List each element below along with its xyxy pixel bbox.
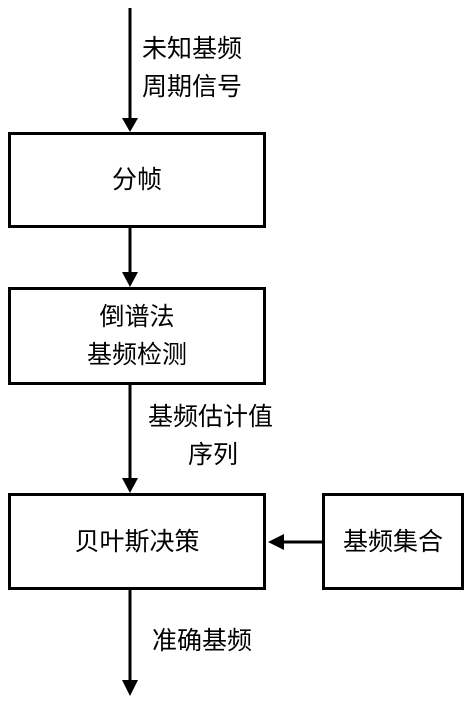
framing-box: 分帧 xyxy=(8,132,266,228)
output-arrowhead xyxy=(122,680,138,696)
input-label-line1: 未知基频 xyxy=(142,34,243,63)
input-label: 未知基频 周期信号 xyxy=(142,30,242,106)
pitch-set-to-bayes-arrowhead xyxy=(268,534,284,550)
cepstrum-box-line2: 基频检测 xyxy=(86,340,187,369)
estimate-sequence-label: 基频估计值 序列 xyxy=(148,398,273,474)
cepstrum-pitch-detection-box: 倒谱法 基频检测 xyxy=(8,287,266,385)
bayes-decision-box: 贝叶斯决策 xyxy=(8,493,266,590)
output-label-text: 准确基频 xyxy=(152,626,253,655)
output-label: 准确基频 xyxy=(152,622,252,660)
pitch-set-box: 基频集合 xyxy=(322,493,464,590)
framing-box-label: 分帧 xyxy=(111,165,162,194)
estimate-label-line1: 基频估计值 xyxy=(148,402,274,431)
bayes-box-label: 贝叶斯决策 xyxy=(74,526,200,556)
cepstrum-box-line1: 倒谱法 xyxy=(99,302,175,331)
framing-to-cepstrum-arrowhead xyxy=(122,272,138,287)
input-label-line2: 周期信号 xyxy=(142,72,243,101)
pitch-set-box-label: 基频集合 xyxy=(342,526,443,556)
input-arrowhead xyxy=(122,118,138,132)
estimate-label-line2: 序列 xyxy=(188,440,239,469)
cepstrum-to-bayes-arrowhead xyxy=(122,478,138,493)
